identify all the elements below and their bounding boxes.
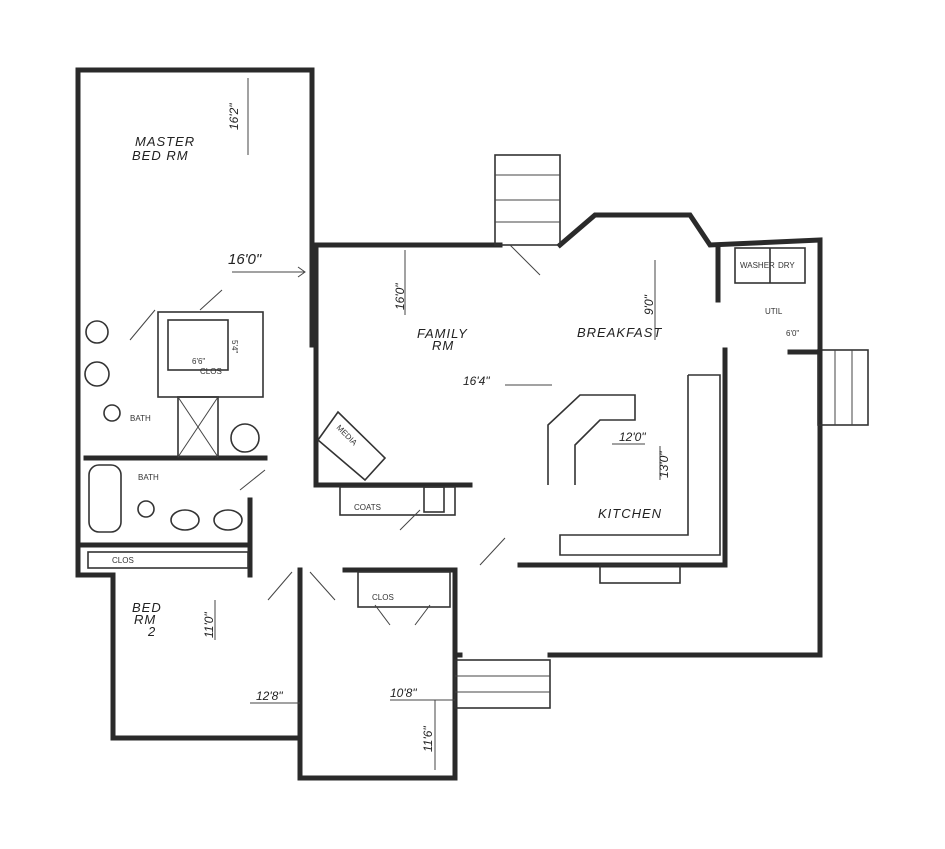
kitchen-depth-dim: 13'0"	[657, 451, 671, 478]
kitchen-cabinets	[509, 244, 728, 584]
exterior-walls	[75, 67, 823, 781]
master-bedroom-label: MASTER	[135, 134, 195, 149]
bath-label: BATH	[130, 414, 151, 423]
kitchen-label: KITCHEN	[598, 506, 662, 521]
breakfast-depth-dim: 9'0"	[642, 294, 656, 315]
stairs	[454, 154, 869, 709]
bed2-label: BED	[132, 600, 162, 615]
bed3-depth-dim: 11'6"	[421, 726, 435, 752]
breakfast-label: BREAKFAST	[577, 325, 662, 340]
bed2-depth-dim: 11'0"	[202, 612, 216, 638]
bath-label-2: BATH	[138, 473, 159, 482]
closet-dim-2: 5'4"	[230, 340, 239, 353]
bath-fixtures	[84, 320, 266, 533]
coats-media	[316, 410, 506, 566]
bedroom-closets	[87, 551, 451, 626]
master-width-dim: 16'0"	[228, 251, 262, 268]
family-room-label-2: RM	[432, 338, 454, 353]
kitchen-width-dim: 12'0"	[619, 430, 646, 444]
master-closet-label: CLOS	[200, 367, 222, 376]
bed2-label-2: RM	[134, 612, 156, 627]
bed2-width-dim: 12'8"	[256, 689, 283, 703]
master-depth-dim: 16'2"	[227, 103, 241, 130]
family-width-dim: 16'4"	[463, 374, 490, 388]
washer-label: WASHER	[740, 261, 775, 270]
master-closet	[129, 289, 264, 458]
coats-label: COATS	[354, 503, 381, 512]
family-depth-dim: 16'0"	[393, 283, 407, 310]
closet-dim-1: 6'6"	[192, 357, 205, 366]
utility-label: UTIL	[765, 307, 783, 316]
bed3-closet-label: CLOS	[372, 593, 394, 602]
utility-width-dim: 6'0"	[786, 329, 799, 338]
media-label: MEDIA	[335, 423, 360, 448]
dimension-lines	[214, 78, 661, 770]
utility	[715, 242, 823, 355]
bed2-label-3: 2	[147, 624, 156, 639]
dryer-label: DRY	[778, 261, 795, 270]
bed3-width-dim: 10'8"	[390, 686, 417, 700]
master-bedroom-label-2: BED RM	[132, 148, 189, 163]
bed2-closet-label: CLOS	[112, 556, 134, 565]
family-room-label: FAMILY	[417, 326, 468, 341]
